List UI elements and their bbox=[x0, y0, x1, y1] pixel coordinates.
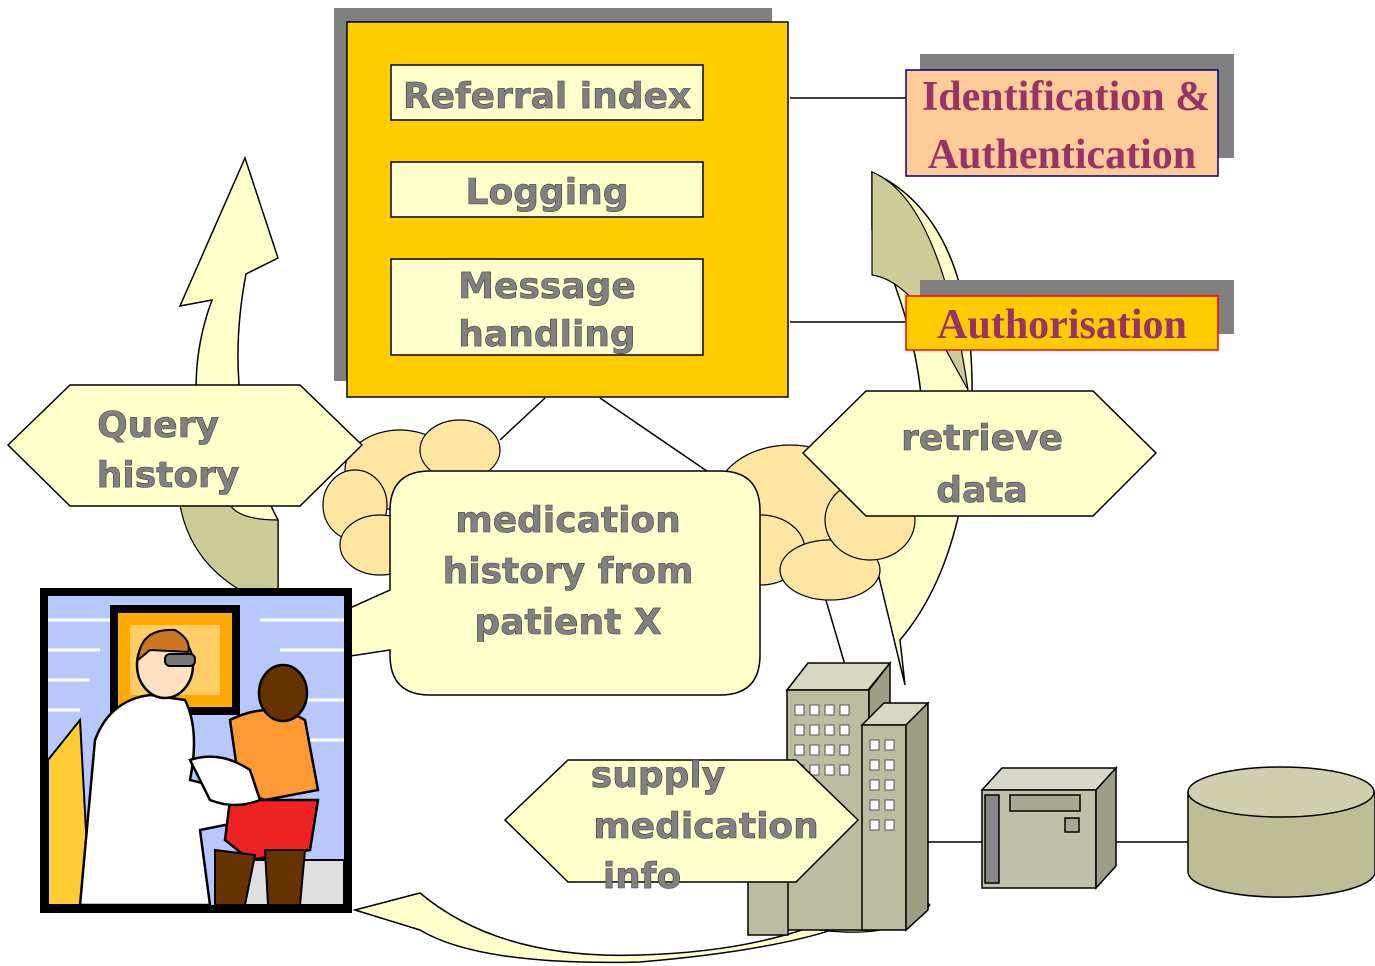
supply-label: supply bbox=[591, 755, 725, 796]
identification-label: Identification & bbox=[922, 74, 1210, 120]
callout-line-3: patient X bbox=[474, 602, 661, 643]
callout-line-2: history from bbox=[443, 551, 694, 592]
handling-label: handling bbox=[458, 314, 635, 355]
authorisation-label: Authorisation bbox=[937, 302, 1187, 348]
data-label: data bbox=[936, 470, 1028, 511]
authentication-label: Authentication bbox=[928, 132, 1196, 178]
message-label: Message bbox=[458, 266, 636, 307]
logging-module[interactable] bbox=[390, 161, 704, 218]
server-computer-icon bbox=[980, 766, 1118, 890]
referral-index-label: Referral index bbox=[403, 76, 691, 117]
identification-box[interactable] bbox=[905, 69, 1219, 177]
logging-label: Logging bbox=[466, 172, 629, 213]
medication-label: medication bbox=[593, 806, 819, 847]
info-label: info bbox=[603, 856, 681, 897]
doctor-patient-clipart bbox=[40, 588, 352, 913]
callout-line-1: medication bbox=[455, 500, 681, 541]
retrieve-label: retrieve bbox=[901, 418, 1063, 459]
referral-index-module[interactable] bbox=[390, 64, 704, 121]
message-handling-module[interactable] bbox=[390, 258, 704, 356]
query-label: Query bbox=[97, 405, 219, 446]
query-history-step[interactable] bbox=[6, 384, 364, 507]
supply-medication-step[interactable] bbox=[503, 759, 860, 883]
history-label: history bbox=[97, 455, 240, 496]
authorisation-box[interactable] bbox=[905, 295, 1219, 351]
database-cylinder-icon bbox=[1187, 766, 1375, 898]
retrieve-data-step[interactable] bbox=[801, 390, 1158, 517]
